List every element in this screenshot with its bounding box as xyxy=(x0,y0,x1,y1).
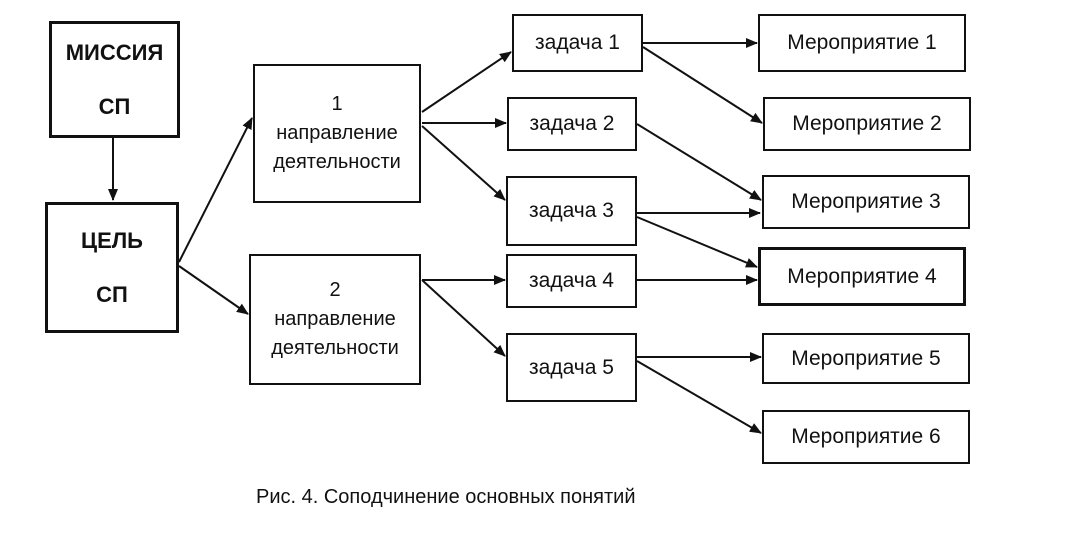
figure-caption: Рис. 4. Соподчинение основных понятий xyxy=(256,486,636,508)
activity-1-label: Мероприятие 1 xyxy=(787,31,937,54)
task-5-box: задача 5 xyxy=(506,333,637,402)
task-4-label: задача 4 xyxy=(529,269,614,292)
direction-1-number: 1 xyxy=(331,93,343,115)
mission-box: МИССИЯ СП xyxy=(49,21,180,138)
goal-box: ЦЕЛЬ СП xyxy=(45,202,179,333)
direction-1-line1: направление xyxy=(276,122,398,144)
task-5-label: задача 5 xyxy=(529,355,614,379)
arrow-task-3-to-activity-4 xyxy=(636,216,758,268)
activity-5-label: Мероприятие 5 xyxy=(791,346,941,370)
task-2-label: задача 2 xyxy=(529,112,615,135)
direction-2-line2: деятельности xyxy=(271,337,399,359)
task-1-label: задача 1 xyxy=(535,31,620,54)
direction-2-number: 2 xyxy=(329,279,341,301)
arrow-task-5-to-activity-6 xyxy=(636,360,762,434)
activity-3-box: Мероприятие 3 xyxy=(762,175,970,229)
task-4-box: задача 4 xyxy=(506,254,637,308)
activity-6-box: Мероприятие 6 xyxy=(762,410,970,464)
direction-2-box: 2 направление деятельности xyxy=(249,254,421,385)
goal-label: ЦЕЛЬ xyxy=(81,227,143,253)
activity-4-label: Мероприятие 4 xyxy=(787,264,937,288)
arrow-goal-to-direction-2 xyxy=(178,265,249,315)
activity-1-box: Мероприятие 1 xyxy=(758,14,966,72)
task-3-box: задача 3 xyxy=(506,176,637,246)
task-1-box: задача 1 xyxy=(512,14,643,72)
task-3-label: задача 3 xyxy=(529,199,614,222)
mission-subject: СП xyxy=(98,93,131,119)
direction-1-line2: деятельности xyxy=(273,151,401,173)
activity-2-label: Мероприятие 2 xyxy=(792,112,942,135)
arrow-direction-1-to-task-3 xyxy=(421,125,506,201)
goal-subject: СП xyxy=(96,281,128,307)
activity-4-box: Мероприятие 4 xyxy=(758,247,966,306)
activity-2-box: Мероприятие 2 xyxy=(763,97,971,151)
arrow-task-2-to-activity-3 xyxy=(636,123,762,201)
activity-3-label: Мероприятие 3 xyxy=(791,190,941,213)
direction-2-line1: направление xyxy=(274,308,396,330)
arrow-direction-1-to-task-1 xyxy=(421,51,512,113)
arrow-task-1-to-activity-2 xyxy=(642,46,763,124)
direction-1-box: 1 направление деятельности xyxy=(253,64,421,203)
arrow-direction-2-to-task-5 xyxy=(421,279,506,357)
arrow-goal-to-direction-1 xyxy=(178,117,253,263)
task-2-box: задача 2 xyxy=(507,97,637,151)
activity-5-box: Мероприятие 5 xyxy=(762,333,970,384)
activity-6-label: Мероприятие 6 xyxy=(791,425,941,448)
mission-label: МИССИЯ xyxy=(65,39,164,65)
